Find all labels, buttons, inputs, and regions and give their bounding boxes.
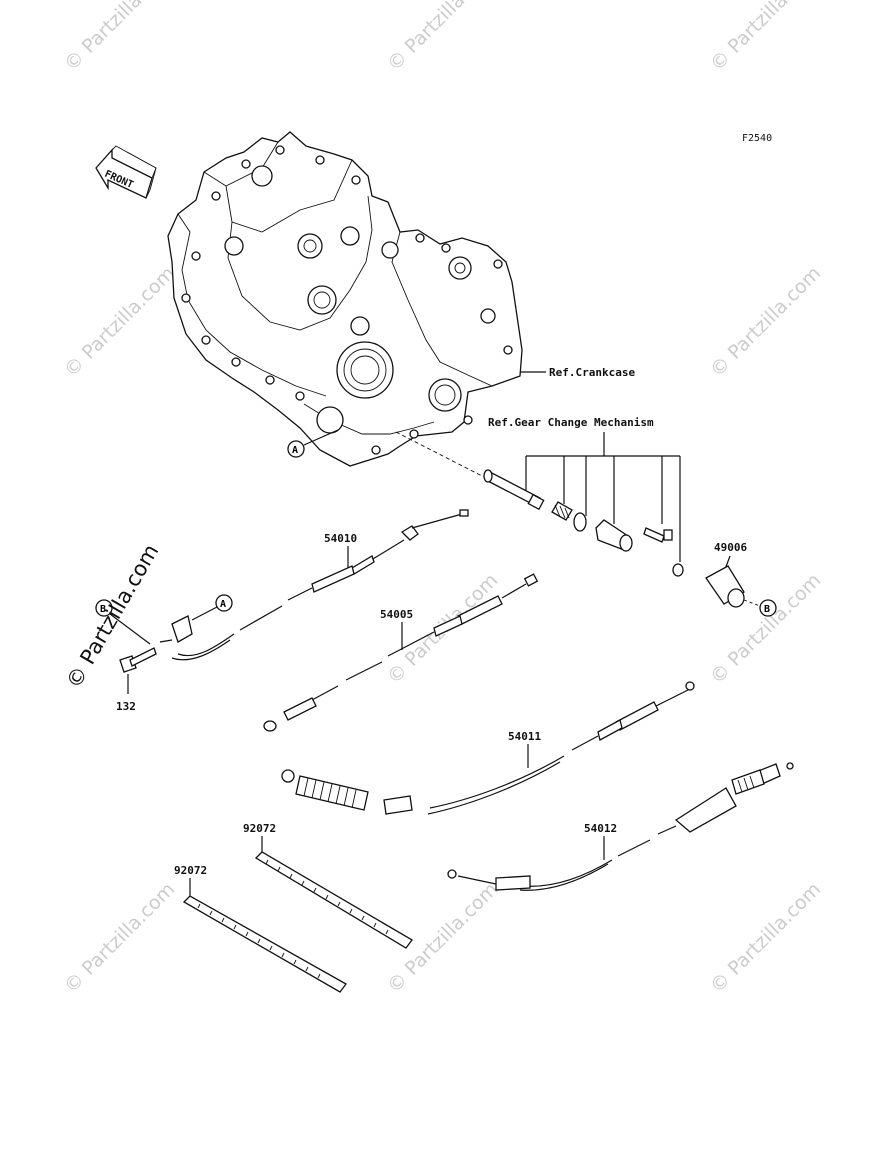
callout-a-label: A — [220, 599, 226, 610]
callout-a-lower: A — [191, 594, 233, 621]
ref-gear-change-label: Ref.Gear Change Mechanism — [488, 416, 654, 429]
callout-b-right: B — [759, 599, 777, 617]
watermark: © Partzilla.com — [706, 878, 825, 997]
part-54010-drawing — [159, 509, 469, 661]
figure-code: F2540 — [742, 133, 772, 144]
part-132-label: 132 — [116, 700, 136, 713]
gear-change-parts — [483, 469, 684, 577]
callout-b-label: B — [764, 604, 770, 615]
part-49006-label: 49006 — [714, 541, 747, 554]
part-92072-upper-label: 92072 — [243, 822, 276, 835]
callout-a-label: A — [292, 445, 298, 456]
watermark: © Partzilla.com — [706, 262, 825, 381]
part-54011-label: 54011 — [508, 730, 541, 743]
callout-a-crankcase: A — [287, 429, 339, 458]
watermark: © Partzilla.com — [60, 262, 179, 381]
part-49006-drawing — [705, 555, 761, 608]
front-arrow-icon: FRONT — [95, 145, 157, 199]
part-54005-drawing — [263, 573, 539, 732]
callout-b-label: B — [100, 604, 106, 615]
part-54005-label: 54005 — [380, 608, 413, 621]
partzilla-watermark-large: © Partzilla.com — [62, 540, 164, 692]
watermark: © Partzilla.com — [383, 0, 502, 76]
part-54011-drawing — [281, 681, 695, 815]
part-132-drawing — [119, 647, 157, 694]
ref-crankcase-label: Ref.Crankcase — [549, 366, 635, 379]
watermark: © Partzilla.com — [706, 0, 825, 76]
part-92072-lower-drawing — [182, 895, 347, 993]
part-54012-drawing — [447, 762, 794, 891]
watermark: © Partzilla.com — [60, 878, 179, 997]
crankcase-drawing — [167, 131, 546, 467]
callout-b-left: B — [95, 599, 151, 645]
part-54012-label: 54012 — [584, 822, 617, 835]
part-92072-upper-drawing — [254, 851, 413, 949]
watermark-layer: © Partzilla.com © Partzilla.com © Partzi… — [60, 0, 825, 998]
gear-change-leaders — [395, 431, 681, 562]
part-92072-lower-label: 92072 — [174, 864, 207, 877]
part-54010-label: 54010 — [324, 532, 357, 545]
watermark: © Partzilla.com — [60, 0, 179, 76]
